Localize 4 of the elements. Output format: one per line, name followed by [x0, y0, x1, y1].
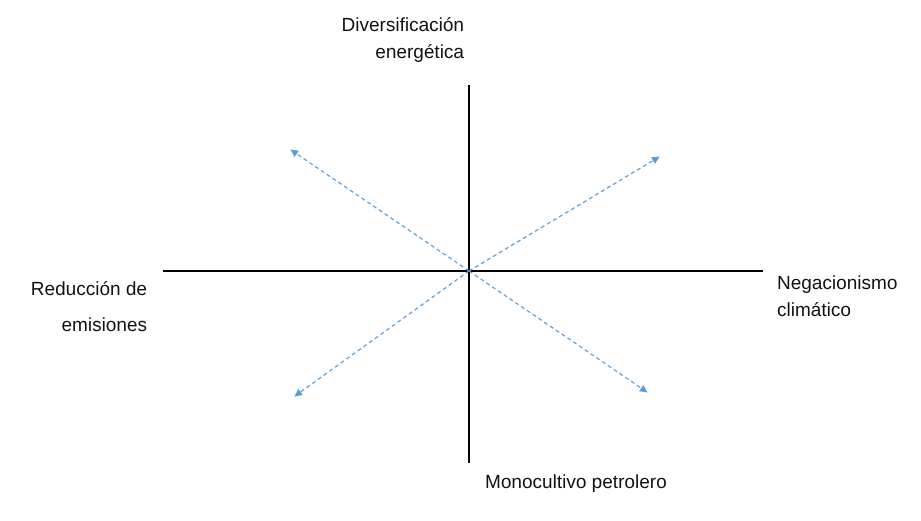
axis-label: Monocultivo petrolero [485, 471, 668, 495]
axis-label: Diversificación energética [340, 14, 464, 65]
axis-label: Reducción de emisiones [30, 278, 147, 338]
axis-label: Negacionismo climático [777, 272, 898, 323]
